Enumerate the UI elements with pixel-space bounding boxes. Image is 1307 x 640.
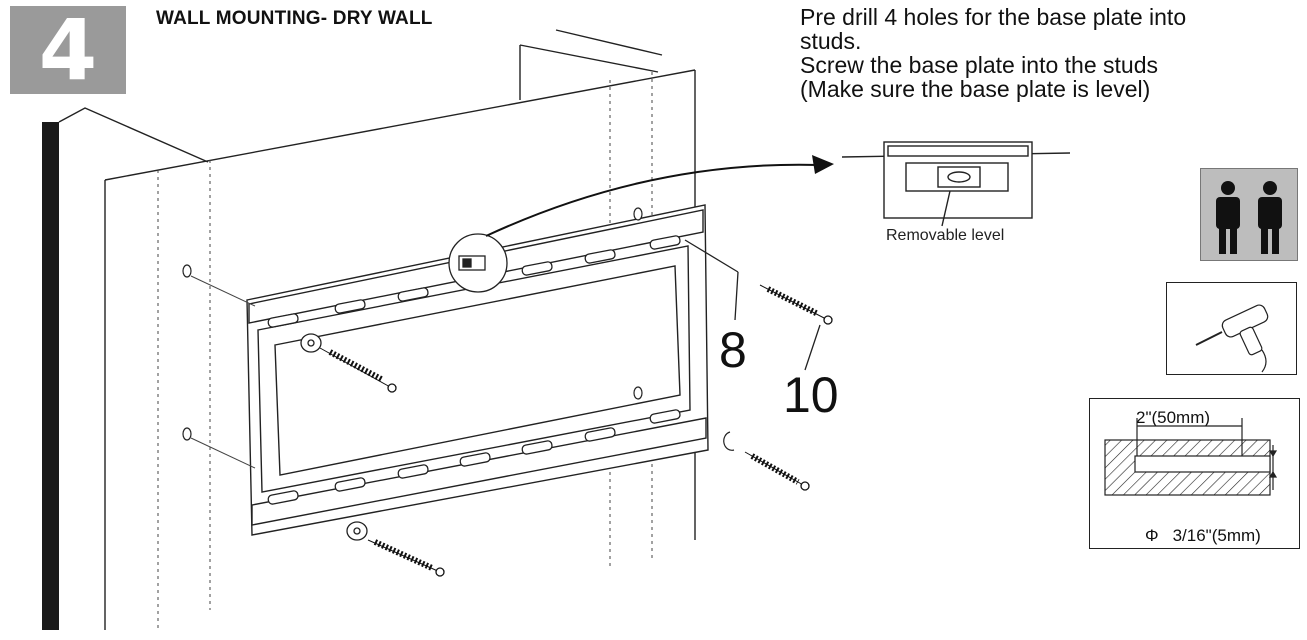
wall: [58, 29, 696, 630]
wall-edge: [42, 122, 59, 630]
plate-slots: [267, 235, 681, 505]
level-caption: Removable level: [886, 227, 1005, 244]
hole-diameter-label: Φ 3/16"(5mm): [1145, 526, 1261, 546]
screws: [319, 284, 833, 577]
diameter-value: 3/16"(5mm): [1172, 526, 1261, 545]
diameter-symbol: Φ: [1145, 526, 1159, 545]
stud-lines: [157, 72, 653, 630]
washers: [300, 333, 368, 541]
page-title: WALL MOUNTING- DRY WALL: [156, 8, 433, 29]
callout-part-8: 8: [719, 322, 747, 378]
step-number: 4: [38, 1, 98, 99]
instruction-line: Pre drill 4 holes for the base plate int…: [800, 4, 1187, 30]
level-inset: [841, 141, 1071, 227]
callout-leaders: [684, 239, 821, 371]
instruction-line: Screw the base plate into the studs: [800, 52, 1158, 78]
level-arrow: [485, 163, 821, 237]
callout-part-10: 10: [783, 367, 839, 423]
instructions: Pre drill 4 holes for the base plate int…: [800, 5, 1300, 101]
level-detail-circle: [448, 233, 508, 293]
base-plate: [246, 204, 709, 536]
arrow-head: [812, 155, 834, 174]
hole-depth-label: 2"(50mm): [1136, 408, 1211, 427]
step-badge: 4: [10, 6, 126, 94]
instruction-line: studs.: [800, 28, 862, 54]
people-icon-box: [1200, 168, 1298, 261]
instruction-line: (Make sure the base plate is level): [800, 76, 1151, 102]
drill-icon-box: [1166, 282, 1297, 375]
wall-holes: [182, 207, 735, 451]
